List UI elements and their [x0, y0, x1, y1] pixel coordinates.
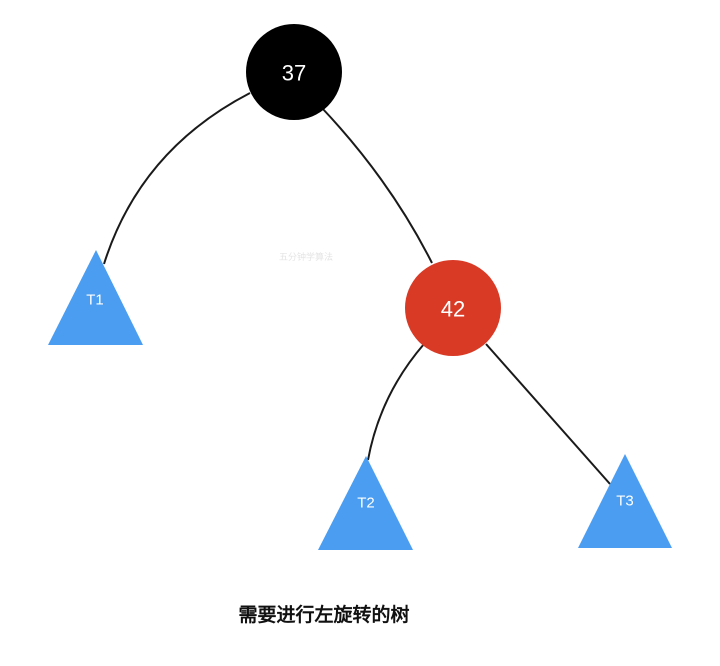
- subtree-t2-label: T2: [357, 495, 375, 512]
- subtree-t1-triangle: [48, 250, 143, 345]
- subtree-t1: T1: [48, 250, 143, 345]
- edge-root-t1: [103, 92, 251, 265]
- subtree-t2-triangle: [318, 456, 413, 550]
- diagram-caption: 需要进行左旋转的树: [238, 604, 410, 626]
- root-node: 37: [246, 24, 342, 120]
- watermark-text: 五分钟学算法: [279, 251, 333, 263]
- root-node-circle: [246, 24, 342, 120]
- root-node-label: 37: [282, 61, 306, 86]
- subtree-t1-label: T1: [86, 292, 104, 309]
- subtree-t2: T2: [318, 456, 413, 550]
- right-child-node-circle: [405, 260, 501, 356]
- edge-42-t3: [485, 343, 611, 485]
- right-child-node-label: 42: [441, 297, 465, 322]
- subtree-t3-triangle: [578, 454, 672, 548]
- edge-root-42: [321, 107, 433, 264]
- right-child-node: 42: [405, 260, 501, 356]
- edge-42-t2: [367, 343, 425, 461]
- subtree-t3: T3: [578, 454, 672, 548]
- subtree-t3-label: T3: [616, 493, 634, 510]
